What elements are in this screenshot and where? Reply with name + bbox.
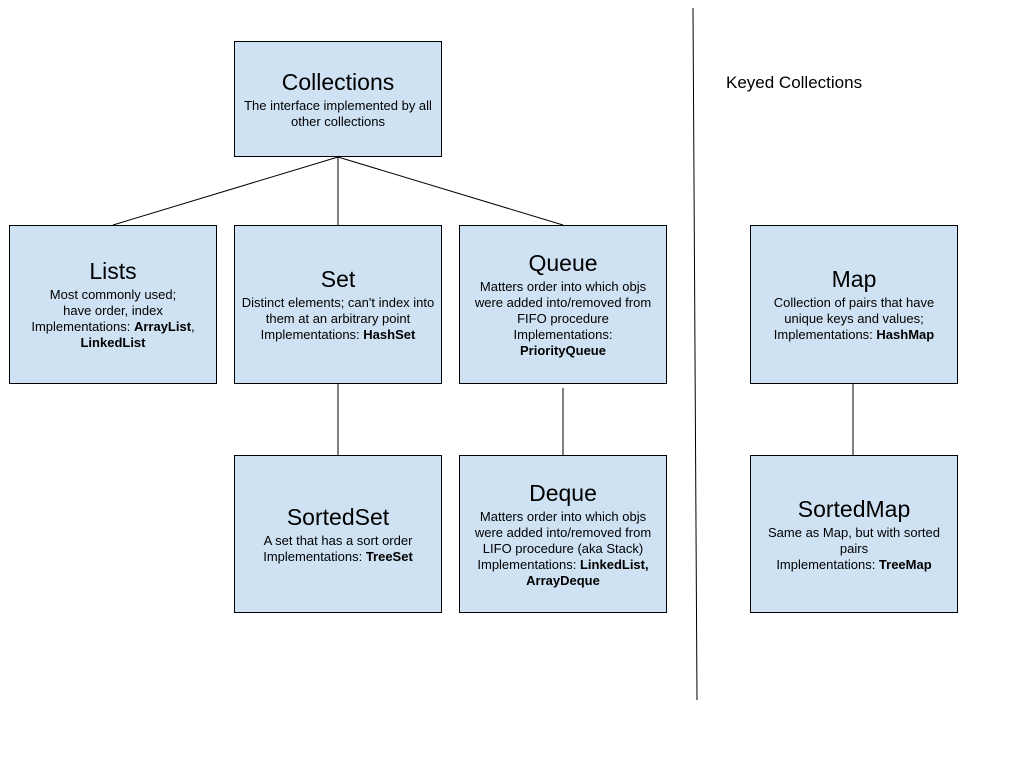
implementation-linkedlist: LinkedList, [579, 556, 649, 572]
node-implementations: Implementations: ArrayList, [31, 319, 194, 335]
node-description: Collection of pairs that have unique key… [773, 295, 935, 326]
node-implementations: Implementations: TreeMap [776, 557, 931, 573]
node-set: Set Distinct elements; can't index into … [234, 225, 442, 384]
node-title: SortedMap [797, 495, 911, 522]
implementations-label: Implementations: [263, 548, 366, 564]
implementation-treemap: TreeMap [878, 556, 932, 572]
implementation-priorityqueue: PriorityQueue [520, 343, 606, 358]
implementation-treeset: TreeSet [365, 548, 413, 564]
node-lists: Lists Most commonly used; have order, in… [9, 225, 217, 384]
implementations-label: Implementations: [776, 556, 879, 572]
node-collections: Collections The interface implemented by… [234, 41, 442, 157]
section-divider [692, 7, 698, 701]
node-sortedset: SortedSet A set that has a sort order Im… [234, 455, 442, 613]
implementations-label: Implementations: [31, 319, 134, 334]
node-description: The interface implemented by all other c… [244, 97, 432, 129]
implementations-label: Implementations: [260, 327, 364, 342]
node-implementations: Implementations: TreeSet [263, 549, 413, 565]
connector-collections-lists [112, 156, 339, 226]
node-title: Queue [528, 250, 598, 276]
node-title: Deque [529, 479, 597, 506]
implementation-linkedlist: LinkedList [80, 335, 146, 350]
node-description: A set that has a sort order [263, 532, 413, 548]
connector-collections-queue [337, 156, 564, 226]
implementation-arraydeque: ArrayDeque [526, 572, 600, 588]
node-queue: Queue Matters order into which objs were… [459, 225, 667, 384]
node-title: Map [831, 266, 877, 292]
implementations-label: Implementations: [477, 556, 580, 572]
node-description: Distinct elements; can't index into them… [241, 295, 435, 326]
node-title: Lists [89, 258, 137, 284]
node-implementations: Implementations: HashMap [774, 327, 934, 343]
implementation-hashset: HashSet [363, 327, 416, 342]
implementations-label: Implementations: [773, 327, 877, 342]
node-deque: Deque Matters order into which objs were… [459, 455, 667, 613]
implementation-hashmap: HashMap [876, 327, 935, 342]
node-description: Most commonly used; have order, index [49, 287, 177, 318]
node-title: Collections [281, 68, 395, 95]
node-description: Same as Map, but with sorted pairs [768, 524, 940, 556]
node-description: Matters order into which objs were added… [474, 508, 652, 556]
node-title: Set [320, 266, 356, 292]
implementation-arraylist: ArrayList [133, 319, 192, 334]
node-map: Map Collection of pairs that have unique… [750, 225, 958, 384]
node-sortedmap: SortedMap Same as Map, but with sorted p… [750, 455, 958, 613]
node-title: SortedSet [286, 503, 390, 530]
implementations-label: Implementations: [513, 327, 613, 342]
node-implementations: Implementations: HashSet [261, 327, 416, 343]
section-title-keyed-collections: Keyed Collections [726, 73, 863, 92]
node-description: Matters order into which objs were added… [474, 279, 652, 326]
implementation-separator: , [191, 319, 195, 334]
node-implementations: Implementations: LinkedList, [477, 557, 648, 573]
